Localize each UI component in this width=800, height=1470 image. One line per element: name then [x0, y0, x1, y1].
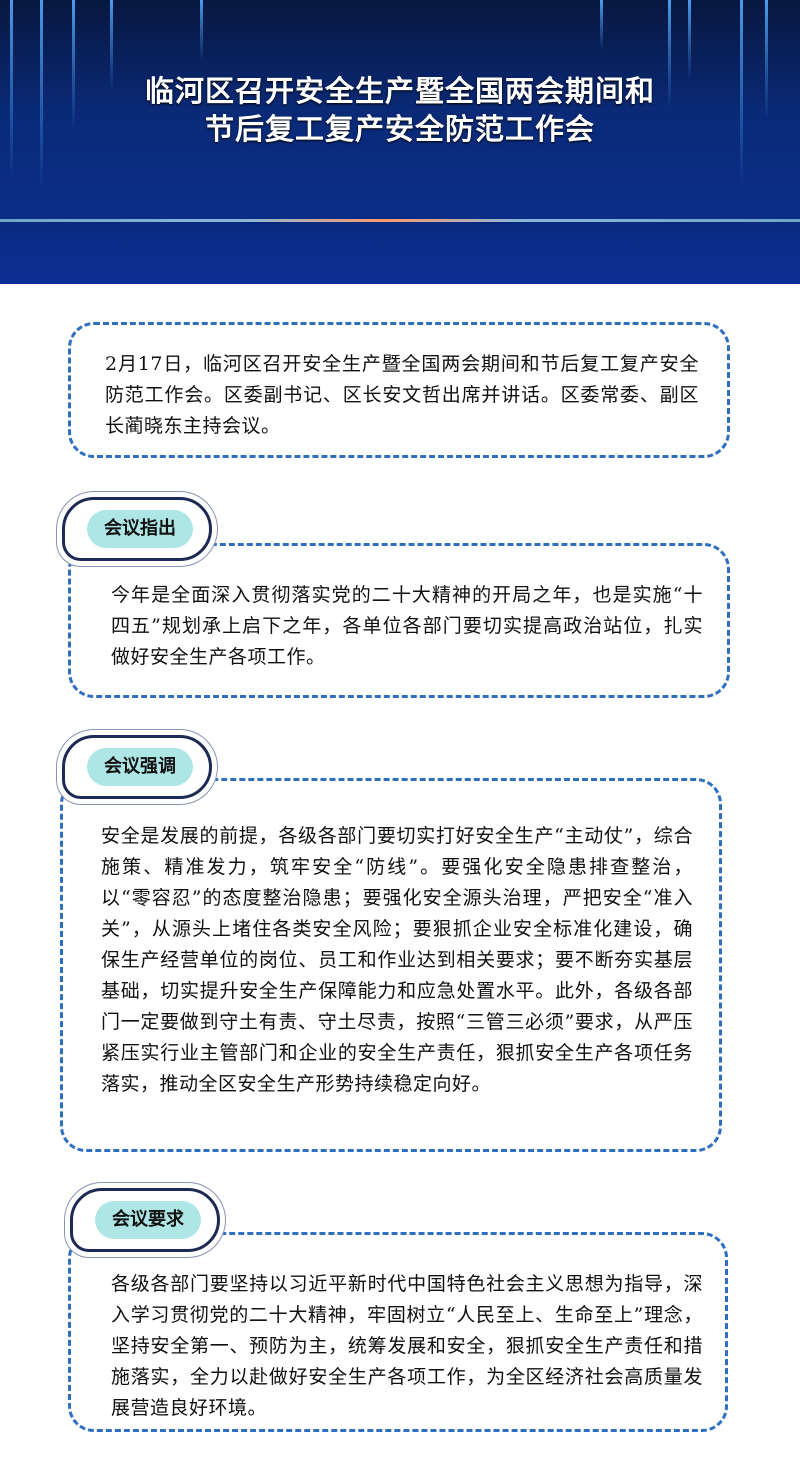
section-text: 各级各部门要坚持以习近平新时代中国特色社会主义思想为指导，深入学习贯彻党的二十大… [111, 1273, 703, 1419]
section-label: 会议强调 [87, 748, 193, 786]
section-text: 安全是发展的前提，各级各部门要切实打好安全生产“主动仗”，综合施策、精准发力，筑… [101, 825, 693, 1095]
intro-box: 2月17日，临河区召开安全生产暨全国两会期间和节后复工复产安全防范工作会。区委副… [68, 322, 730, 458]
intro-text: 2月17日，临河区召开安全生产暨全国两会期间和节后复工复产安全防范工作会。区委副… [105, 353, 699, 437]
light-streak [668, 0, 671, 110]
title-line-2: 节后复工复产安全防范工作会 [204, 112, 595, 146]
header-banner: 临河区召开安全生产暨全国两会期间和 节后复工复产安全防范工作会 [0, 0, 800, 284]
section-label: 会议要求 [95, 1201, 201, 1239]
section-badge: 会议要求 [70, 1188, 220, 1252]
light-streak [40, 0, 43, 190]
page-title: 临河区召开安全生产暨全国两会期间和 节后复工复产安全防范工作会 [0, 72, 800, 148]
light-streak [740, 0, 743, 185]
section-box-required: 各级各部门要坚持以习近平新时代中国特色社会主义思想为指导，深入学习贯彻党的二十大… [68, 1232, 728, 1432]
section-label: 会议指出 [87, 510, 193, 548]
section-badge: 会议指出 [62, 497, 212, 561]
section-box-emphasized: 安全是发展的前提，各级各部门要切实打好安全生产“主动仗”，综合施策、精准发力，筑… [60, 778, 722, 1152]
section-box-pointed-out: 今年是全面深入贯彻落实党的二十大精神的开局之年，也是实施“十四五”规划承上启下之… [68, 543, 730, 698]
light-streak [72, 0, 75, 130]
divider-line [0, 219, 800, 222]
section-badge: 会议强调 [62, 735, 212, 799]
light-streak [10, 0, 13, 180]
title-line-1: 临河区召开安全生产暨全国两会期间和 [144, 74, 655, 108]
light-streak [765, 0, 768, 120]
light-streak [200, 0, 203, 60]
light-streak [688, 0, 691, 80]
light-streak [110, 0, 113, 90]
banner-floor [0, 222, 800, 284]
section-text: 今年是全面深入贯彻落实党的二十大精神的开局之年，也是实施“十四五”规划承上启下之… [111, 584, 703, 668]
light-streak [600, 0, 603, 50]
